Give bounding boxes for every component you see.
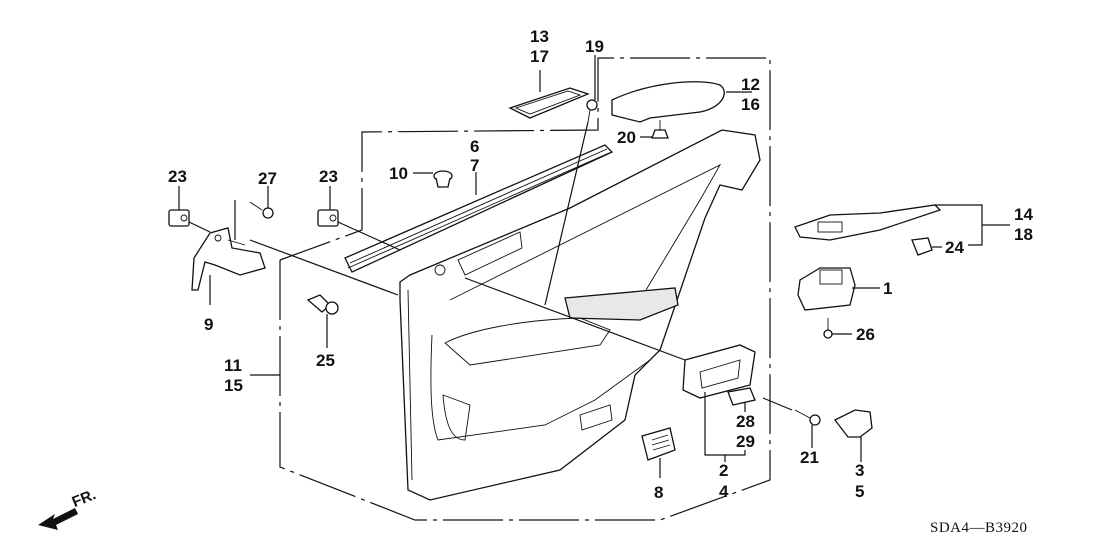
screw-27[interactable] [249,201,274,219]
callout-18[interactable]: 18 [1014,225,1033,244]
callout-2[interactable]: 2 [719,461,729,480]
handle-bracket[interactable] [727,387,756,406]
clip-nut-23a[interactable] [168,209,190,227]
clip-nut-23b[interactable] [317,209,339,227]
clip-20[interactable] [651,120,669,139]
clip-24[interactable] [911,237,933,256]
callout-8[interactable]: 8 [654,483,664,502]
front-arrow-icon [38,508,78,530]
screw-21[interactable] [794,409,821,426]
callout-29[interactable]: 29 [736,432,755,451]
leader-19 [544,55,596,306]
callout-16[interactable]: 16 [741,95,760,114]
leader-2-4 [704,392,746,462]
callout-7[interactable]: 7 [470,156,480,175]
callout-11[interactable]: 11 [224,356,242,375]
callout-27[interactable]: 27 [258,169,277,188]
leader-21 [762,397,813,448]
trim-pocket[interactable] [508,87,590,119]
armrest-pad[interactable] [611,81,725,123]
callout-20[interactable]: 20 [617,128,636,147]
leader-9 [209,239,399,305]
callout-28[interactable]: 28 [736,412,755,431]
leader-14-18 [935,204,1010,246]
callout-1[interactable]: 1 [883,279,893,298]
callout-19[interactable]: 19 [585,37,604,56]
door-lining-panel[interactable] [399,129,761,501]
callout-3[interactable]: 3 [855,461,865,480]
callout-14[interactable]: 14 [1014,205,1033,224]
callout-26[interactable]: 26 [856,325,875,344]
callout-5[interactable]: 5 [855,482,865,501]
callout-23a[interactable]: 23 [168,167,187,186]
leader-23a [178,186,211,233]
diagram-code: SDA4—B3920 [930,520,1028,536]
callout-10[interactable]: 10 [389,164,408,183]
callout-21[interactable]: 21 [800,448,819,467]
weatherstrip[interactable] [344,144,614,273]
speaker-grille[interactable] [641,427,676,461]
callout-12[interactable]: 12 [741,75,760,94]
switch-panel[interactable] [794,204,942,241]
clip-25[interactable] [306,294,339,315]
callout-24[interactable]: 24 [945,238,964,257]
leader-27 [234,186,269,240]
leader-handle-link [464,277,686,361]
callout-15[interactable]: 15 [224,376,243,395]
screw-19[interactable] [586,99,598,123]
callout-17[interactable]: 17 [530,47,549,66]
callout-23b[interactable]: 23 [319,167,338,186]
callout-4[interactable]: 4 [719,482,729,501]
inside-handle[interactable] [682,344,756,399]
handle-cover[interactable] [834,409,873,438]
callout-9[interactable]: 9 [204,315,214,334]
screw-26[interactable] [823,318,833,339]
bracket-9[interactable] [191,227,266,291]
callout-25[interactable]: 25 [316,351,335,370]
callout-6[interactable]: 6 [470,137,480,156]
leader-23b [329,186,401,251]
power-window-switch[interactable] [797,267,856,311]
assembly-boundary [279,57,771,521]
grommet-10[interactable] [433,170,453,188]
callout-13[interactable]: 13 [530,27,549,46]
